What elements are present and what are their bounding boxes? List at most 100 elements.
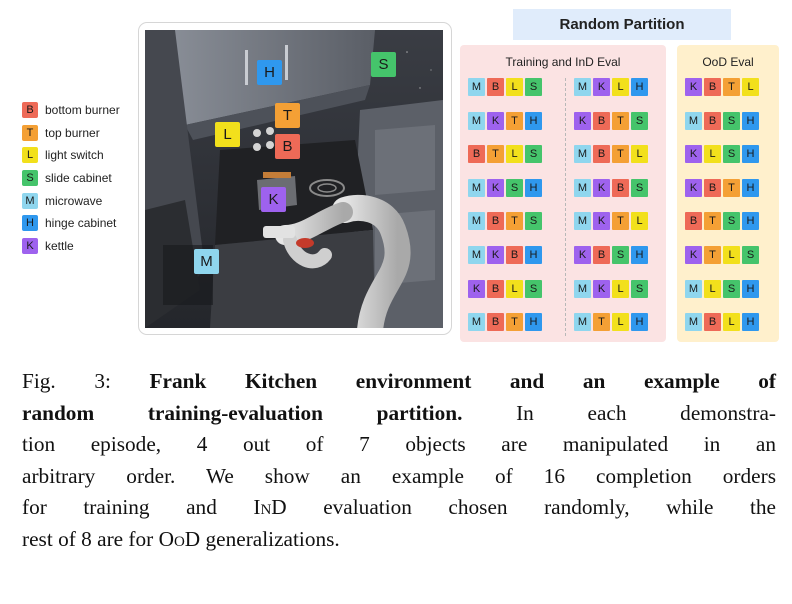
order-tile: S bbox=[525, 145, 542, 164]
kitchen-render bbox=[145, 30, 443, 328]
order-tile: K bbox=[487, 111, 504, 130]
caption-ood: OoD bbox=[158, 526, 201, 551]
order-tile: T bbox=[506, 313, 523, 332]
order-tile: T bbox=[506, 212, 523, 231]
caption-line-4: arbitrary order. We show an example of 1… bbox=[22, 463, 776, 488]
order-tile: M bbox=[574, 145, 591, 164]
ood-group-title: OoD Eval bbox=[702, 55, 754, 69]
order-tile: T bbox=[723, 78, 740, 96]
order-tile: H bbox=[525, 111, 542, 130]
order-tile: K bbox=[487, 246, 504, 264]
legend-label: slide cabinet bbox=[45, 171, 112, 186]
order-tile: M bbox=[574, 313, 591, 332]
order-tile: K bbox=[468, 279, 485, 298]
order-tile: T bbox=[612, 145, 629, 164]
caption-fig-label: Fig. 3: bbox=[22, 369, 111, 393]
order-tile: K bbox=[593, 212, 610, 231]
order-tile: L bbox=[612, 313, 629, 332]
order-tile: L bbox=[631, 145, 648, 164]
legend-tile: M bbox=[22, 192, 38, 209]
order-tile: L bbox=[506, 279, 523, 298]
order-tile: B bbox=[704, 178, 721, 197]
order-tile: S bbox=[723, 212, 740, 231]
order-tile: B bbox=[593, 111, 610, 130]
caption-line-6: rest of 8 are for OoD generalizations. bbox=[22, 524, 776, 556]
legend-tile: T bbox=[22, 124, 38, 141]
legend-tile: L bbox=[22, 147, 38, 164]
order-tile: H bbox=[742, 145, 759, 164]
order-tile: T bbox=[506, 111, 523, 130]
order-tile: B bbox=[487, 78, 504, 96]
order-tile: S bbox=[525, 279, 542, 298]
order-tile: M bbox=[574, 178, 591, 197]
order-tile: B bbox=[704, 78, 721, 96]
order-tile: K bbox=[593, 178, 610, 197]
order-tile: L bbox=[723, 246, 740, 264]
order-tile: H bbox=[631, 313, 648, 332]
order-tile: S bbox=[631, 111, 648, 130]
legend-tile: K bbox=[22, 237, 38, 254]
order-tile: L bbox=[704, 145, 721, 164]
order-tile: L bbox=[742, 78, 759, 96]
order-tile: B bbox=[704, 111, 721, 130]
order-tile: T bbox=[704, 246, 721, 264]
caption-line6a: rest of 8 are for bbox=[22, 526, 154, 551]
order-tile: H bbox=[525, 246, 542, 264]
order-tile: B bbox=[704, 313, 721, 332]
legend-label: top burner bbox=[45, 125, 100, 140]
legend-label: hinge cabinet bbox=[45, 216, 117, 231]
kitchen-scene: H S T L B K M bbox=[145, 30, 443, 328]
order-tile: H bbox=[631, 78, 648, 96]
caption-line-2: random training-evaluation partition. In… bbox=[22, 398, 776, 430]
order-tile: T bbox=[704, 212, 721, 231]
caption-line6b: generalizations. bbox=[205, 526, 340, 551]
caption-line-1: Fig. 3: Frank Kitchen environment and an… bbox=[22, 366, 776, 398]
caption-line-5: for training and InD evaluation chosen r… bbox=[22, 492, 776, 524]
order-tile: L bbox=[704, 279, 721, 298]
order-tile: S bbox=[723, 145, 740, 164]
order-tile: B bbox=[593, 246, 610, 264]
order-tile: K bbox=[487, 178, 504, 197]
order-tile: M bbox=[574, 78, 591, 96]
scene-label-hinge-cabinet: H bbox=[257, 60, 282, 85]
order-tile: L bbox=[612, 78, 629, 96]
scene-label-kettle: K bbox=[261, 187, 286, 212]
order-tile: K bbox=[685, 145, 702, 164]
order-tile: B bbox=[685, 212, 702, 231]
order-tile: S bbox=[723, 111, 740, 130]
order-tile: T bbox=[612, 212, 629, 231]
order-tile: S bbox=[631, 178, 648, 197]
figure-caption: Fig. 3: Frank Kitchen environment and an… bbox=[22, 366, 776, 556]
order-tile: H bbox=[742, 212, 759, 231]
order-tile: S bbox=[723, 279, 740, 298]
order-tile: M bbox=[574, 212, 591, 231]
partition-title: Random Partition bbox=[513, 9, 731, 40]
order-tile: K bbox=[593, 279, 610, 298]
scene-label-top-burner: T bbox=[275, 103, 300, 128]
order-tile: L bbox=[631, 212, 648, 231]
caption-text1: In each demonstra- bbox=[516, 400, 776, 425]
scene-label-bottom-burner: B bbox=[275, 134, 300, 159]
